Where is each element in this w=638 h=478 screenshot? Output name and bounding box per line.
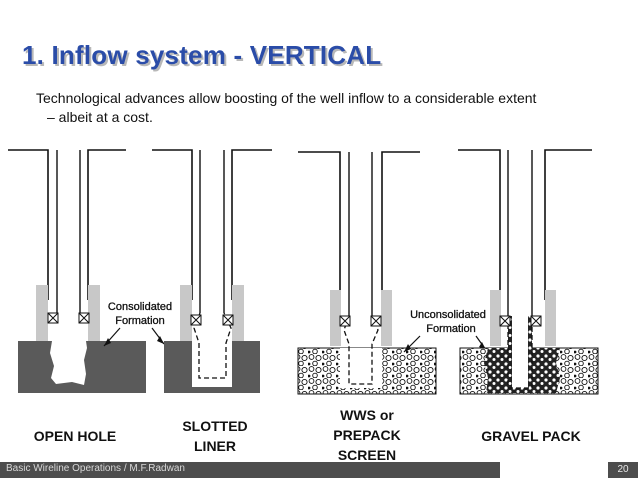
consolidated-line-1: Consolidated	[108, 301, 172, 313]
slide-title: 1. Inflow system - VERTICAL	[22, 40, 382, 70]
caption-slotted-liner: SLOTTED LINER	[182, 418, 248, 454]
subtitle-line-1: Technological advances allow boosting of…	[36, 90, 537, 106]
well-wws-screen	[297, 151, 437, 395]
completion-diagram: Consolidated Formation	[8, 149, 599, 395]
unconsolidated-line-2: Formation	[426, 323, 476, 335]
well-slotted-liner	[152, 149, 272, 393]
unconsolidated-formation-label: Unconsolidated Formation	[403, 309, 487, 353]
unconsolidated-line-1: Unconsolidated	[410, 309, 486, 321]
subtitle-line-2: – albeit at a cost.	[47, 109, 153, 125]
caption-open-hole: OPEN HOLE	[33, 428, 117, 444]
consolidated-formation-label: Consolidated Formation	[103, 301, 172, 347]
slide-subtitle: Technological advances allow boosting of…	[36, 89, 626, 127]
caption-gravel-pack: GRAVEL PACK	[481, 428, 581, 444]
consolidated-line-2: Formation	[115, 315, 165, 327]
caption-wws-screen: WWS or PREPACK SCREEN	[333, 407, 401, 463]
well-open-hole	[8, 149, 146, 393]
page-number: 20	[608, 462, 638, 478]
footer-bar: Basic Wireline Operations / M.F.Radwan	[0, 462, 500, 478]
well-gravel-pack	[458, 149, 599, 395]
footer-text: Basic Wireline Operations / M.F.Radwan	[6, 463, 185, 474]
